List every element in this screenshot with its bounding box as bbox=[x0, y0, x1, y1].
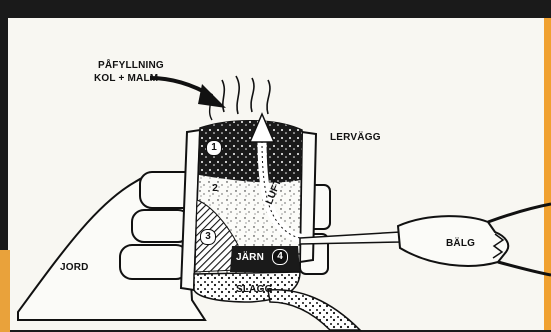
clay-wall-label: LERVÄGG bbox=[330, 132, 381, 143]
earth-knuckle-3 bbox=[120, 245, 188, 279]
zone-number-1: 1 bbox=[206, 140, 222, 156]
orange-side-tab bbox=[0, 250, 10, 332]
zone-number-3: 3 bbox=[200, 229, 216, 245]
earth-knuckle-2 bbox=[132, 210, 190, 242]
iron-label: JÄRN bbox=[236, 252, 264, 263]
earth-label: JORD bbox=[60, 262, 89, 273]
refill-label-line2: KOL + MALM bbox=[94, 73, 158, 84]
zone-number-4: 4 bbox=[272, 249, 288, 265]
bellows-label: BÄLG bbox=[446, 238, 475, 249]
right-edge-strip bbox=[544, 18, 551, 330]
slag-label: SLAGG bbox=[236, 284, 273, 295]
refill-label-line1: PÅFYLLNING bbox=[98, 60, 164, 71]
zone-number-2: 2 bbox=[208, 182, 222, 196]
